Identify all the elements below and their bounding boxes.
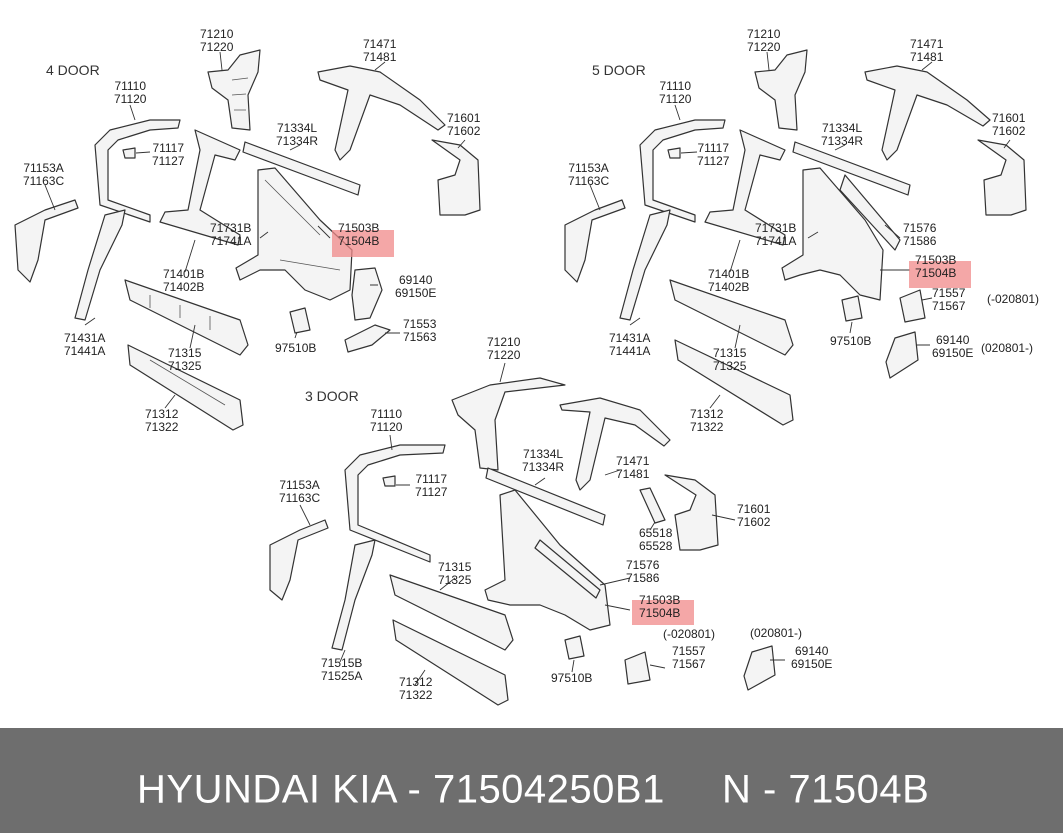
section-title-5door: 5 DOOR bbox=[592, 62, 646, 78]
brand-part-number: HYUNDAI KIA - 71504250B1 bbox=[137, 767, 665, 812]
date-note: (020801-) bbox=[750, 626, 803, 640]
highlight-71504b-4door bbox=[332, 230, 394, 257]
oem-number: N - 71504B bbox=[722, 767, 930, 812]
highlight-71504b-5door bbox=[909, 261, 971, 288]
5door-parts bbox=[564, 49, 1027, 426]
date-note: (-020801) bbox=[987, 292, 1040, 306]
part-label: 97510B bbox=[551, 671, 593, 685]
3door-parts bbox=[269, 362, 785, 706]
section-title-4door: 4 DOOR bbox=[46, 62, 100, 78]
footer-banner: HYUNDAI KIA - 71504250B1 N - 71504B bbox=[0, 728, 1063, 833]
part-label: 97510B bbox=[275, 341, 317, 355]
date-note: (-020801) bbox=[663, 627, 716, 641]
highlight-71504b-3door bbox=[632, 600, 694, 625]
4door-parts bbox=[14, 49, 481, 431]
parts-drawing bbox=[14, 49, 1027, 706]
date-note: (020801-) bbox=[981, 341, 1034, 355]
section-title-3door: 3 DOOR bbox=[305, 388, 359, 404]
part-label: 97510B bbox=[830, 334, 872, 348]
